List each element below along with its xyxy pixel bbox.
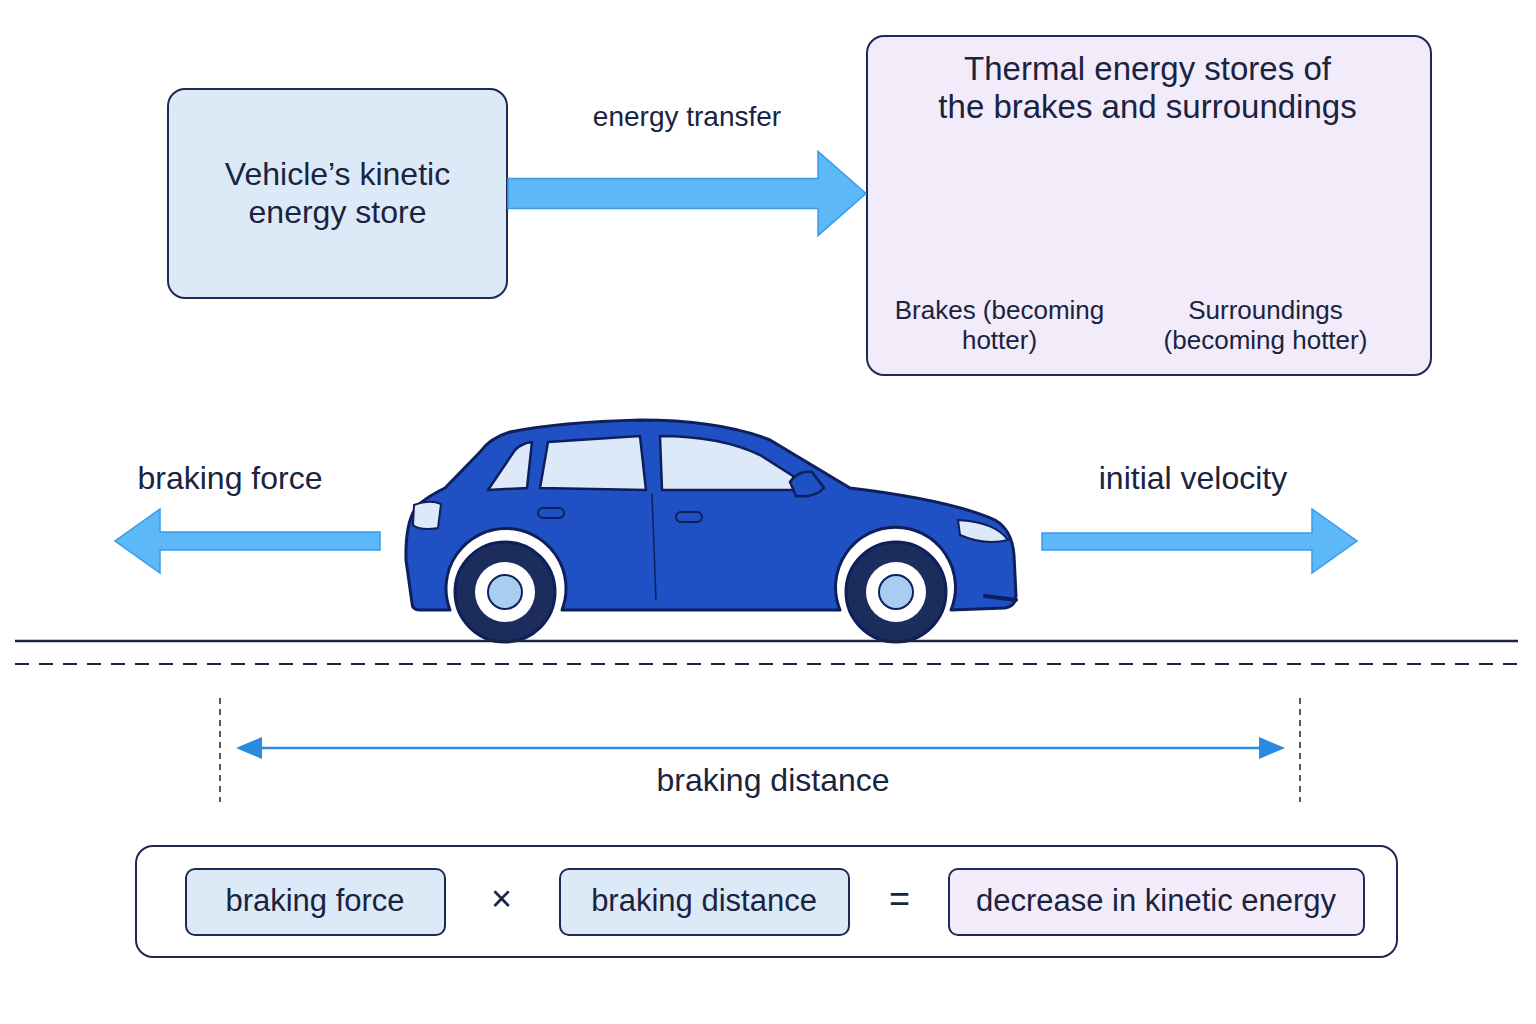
dimension-arrowhead (236, 737, 262, 759)
store-part-label: Surroundings (becoming hotter) (1146, 295, 1386, 356)
wheel-rim (475, 562, 535, 622)
equation-term: braking distance (559, 868, 850, 936)
store-heading: Thermal energy stores of the brakes and … (937, 50, 1358, 128)
braking-force-arrow (115, 509, 380, 573)
equation-term: braking force (185, 868, 446, 936)
taillight (413, 502, 441, 529)
dimension-extension-line (219, 698, 221, 802)
wheel-rim (866, 562, 926, 622)
bumper-line (985, 596, 1016, 600)
road-centre-line (15, 663, 1518, 665)
dimension-arrowhead (1259, 737, 1285, 759)
wheel-hub (879, 575, 913, 609)
energy-transfer-arrow (508, 152, 866, 236)
car-window (540, 436, 646, 490)
energy-store-box: Vehicle’s kinetic energy store (167, 88, 508, 299)
car-mirror (790, 472, 824, 497)
car-window (488, 442, 532, 490)
edge-label: energy transfer (593, 101, 781, 133)
force-label: braking force (138, 460, 323, 497)
road-edge (15, 640, 1518, 643)
box-text: braking force (225, 883, 404, 920)
wheel-hub (488, 575, 522, 609)
dimension-extension-line (1299, 698, 1301, 802)
velocity-arrow (1042, 509, 1357, 573)
car-door-line (652, 494, 656, 600)
operator-symbol: = (889, 877, 910, 919)
store-part-label: Brakes (becoming hotter) (880, 295, 1120, 356)
operator-symbol: × (491, 877, 512, 919)
box-text: Vehicle’s kinetic energy store (188, 156, 488, 232)
equation-box: braking force braking distance decrease in… (135, 845, 1398, 958)
tyre (455, 542, 555, 642)
box-text: decrease in kinetic energy (976, 883, 1336, 920)
velocity-label: initial velocity (1099, 460, 1288, 497)
door-handle (676, 512, 702, 522)
equation-term: decrease in kinetic energy (948, 868, 1365, 936)
energy-store-box: Thermal energy stores of the brakes and … (866, 35, 1432, 376)
headlight (958, 520, 1008, 542)
distance-label: braking distance (656, 762, 889, 799)
dimension-line (250, 747, 1270, 750)
door-handle (538, 508, 564, 518)
car-illustration (406, 420, 1016, 642)
box-text: braking distance (591, 883, 817, 920)
tyre (846, 542, 946, 642)
